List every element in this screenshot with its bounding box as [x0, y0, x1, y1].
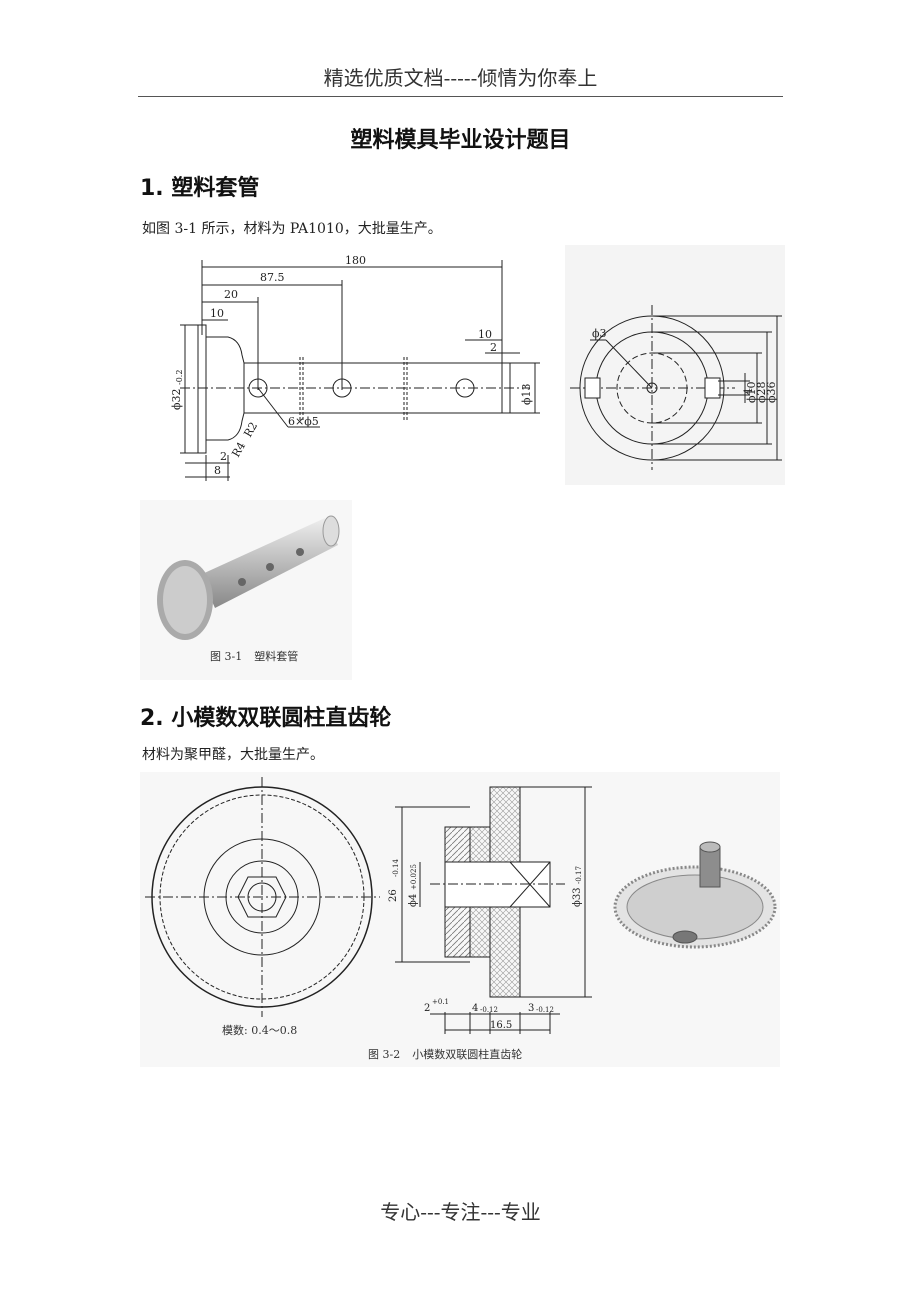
dim-w2-tol: +0.1: [432, 998, 449, 1006]
dim-r2: R2: [241, 420, 260, 440]
dim-phi-13: ϕ13: [520, 384, 533, 406]
dim-phi-32-tol: -0.2: [175, 370, 184, 385]
dim-2-bottom: 2: [220, 450, 227, 463]
figure-3-1-text: 塑料套管: [254, 650, 299, 663]
dim-26-tol: -0.14: [392, 859, 400, 877]
dim-r4: R4: [229, 440, 248, 460]
dim-87-5: 87.5: [260, 271, 285, 284]
section1-description: 如图 3-1 所示，材料为 PA1010，大批量生产。: [142, 221, 442, 237]
dim-180: 180: [345, 254, 366, 267]
section2-heading: 2. 小模数双联圆柱直齿轮: [140, 706, 392, 731]
dim-phi-33-tol: -0.17: [575, 866, 583, 884]
figure-3-2-tag: 图 3-2: [368, 1048, 401, 1061]
dim-w2: 2: [424, 1003, 430, 1014]
figure-3-1-caption: 图 3-1 塑料套管: [210, 648, 298, 664]
section1-heading: 1. 塑料套管: [140, 176, 260, 201]
figure-3-2-text: 小模数双联圆柱直齿轮: [412, 1048, 523, 1061]
dim-10-left: 10: [210, 307, 224, 320]
dim-phi-32: ϕ32: [170, 389, 183, 411]
dim-phi-10: ϕ10: [745, 382, 758, 404]
dim-phi-28: ϕ28: [755, 382, 768, 404]
dim-w3: 3: [528, 1003, 534, 1014]
section2-description: 材料为聚甲醛，大批量生产。: [142, 747, 324, 763]
document-title: 塑料模具毕业设计题目: [350, 128, 571, 153]
dim-phi-33: ϕ33: [572, 887, 583, 907]
dim-holes: 6×ϕ5: [288, 415, 319, 428]
dim-8: 8: [214, 464, 221, 477]
dim-phi-4: ϕ4: [408, 894, 419, 907]
figure-3-2-drawing: 26 -0.14 ϕ4 +0.025 ϕ33 -0.17 2 +0.1 4 -0…: [145, 777, 777, 1034]
dim-10-right: 10: [478, 328, 492, 341]
figure-3-1-drawing: 180 87.5 20 10 10 2 ϕ13 ϕ32 -0.2 6×ϕ5 R2…: [170, 245, 785, 485]
dim-phi-4-tol: +0.025: [410, 864, 418, 890]
page-footer: 专心---专注---专业: [380, 1200, 541, 1224]
dim-w4: 4: [472, 1003, 478, 1014]
dim-4: 4: [742, 388, 755, 395]
dim-w3-tol: -0.12: [536, 1006, 554, 1014]
dim-20: 20: [224, 288, 238, 301]
dim-phi-3: ϕ3: [592, 327, 607, 340]
dim-w4-tol: -0.12: [480, 1006, 498, 1014]
dim-2-right: 2: [490, 341, 497, 354]
figure-3-2-caption: 图 3-2 小模数双联圆柱直齿轮: [368, 1046, 522, 1062]
page-header: 精选优质文档-----倾情为你奉上: [323, 66, 598, 90]
dim-phi-36: ϕ36: [765, 382, 778, 404]
figure-3-1-tag: 图 3-1: [210, 650, 243, 663]
header-rule: [138, 96, 783, 97]
module-label: 模数: 0.4～0.8: [222, 1024, 298, 1037]
dim-26: 26: [388, 889, 399, 902]
dim-16-5: 16.5: [490, 1020, 512, 1031]
figure-3-1-render: [157, 515, 340, 640]
